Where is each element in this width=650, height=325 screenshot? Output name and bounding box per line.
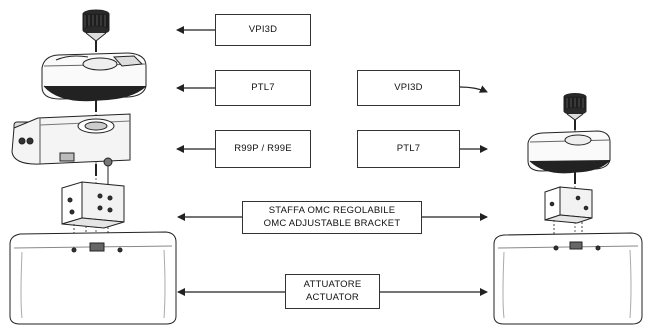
label-actuator-it: ATTUATORE — [303, 278, 362, 290]
omc-bracket-icon — [61, 181, 125, 250]
arrow-vpi3d-right — [459, 85, 488, 93]
ptl7-positioner-right-icon — [527, 130, 611, 184]
vpi3d-knob-right-icon — [563, 93, 587, 130]
right-assembly — [493, 93, 643, 325]
label-bracket-en: OMC ADJUSTABLE BRACKET — [263, 217, 401, 229]
left-assembly — [9, 9, 177, 325]
r99-module-icon — [11, 113, 131, 188]
label-actuator: ATTUATORE ACTUATOR — [285, 274, 380, 309]
label-ptl7-right-text: PTL7 — [396, 142, 421, 154]
label-actuator-en: ACTUATOR — [306, 291, 359, 303]
label-vpi3d-left: VPI3D — [215, 14, 311, 46]
label-ptl7-right: PTL7 — [357, 130, 460, 168]
label-bracket: STAFFA OMC REGOLABILE OMC ADJUSTABLE BRA… — [242, 201, 422, 234]
label-ptl7-left-text: PTL7 — [251, 81, 275, 93]
label-vpi3d-right: VPI3D — [357, 70, 460, 106]
label-vpi3d-right-text: VPI3D — [394, 81, 423, 93]
actuator-body-right-icon — [493, 232, 643, 325]
label-r99-text: R99P / R99E — [234, 142, 292, 154]
label-ptl7-left: PTL7 — [215, 70, 311, 106]
ptl7-positioner-icon — [41, 52, 147, 112]
label-r99: R99P / R99E — [215, 130, 311, 168]
label-vpi3d-left-text: VPI3D — [248, 23, 278, 35]
vpi3d-knob-icon — [82, 9, 110, 52]
label-bracket-it: STAFFA OMC REGOLABILE — [268, 204, 396, 216]
actuator-body-icon — [9, 231, 177, 325]
